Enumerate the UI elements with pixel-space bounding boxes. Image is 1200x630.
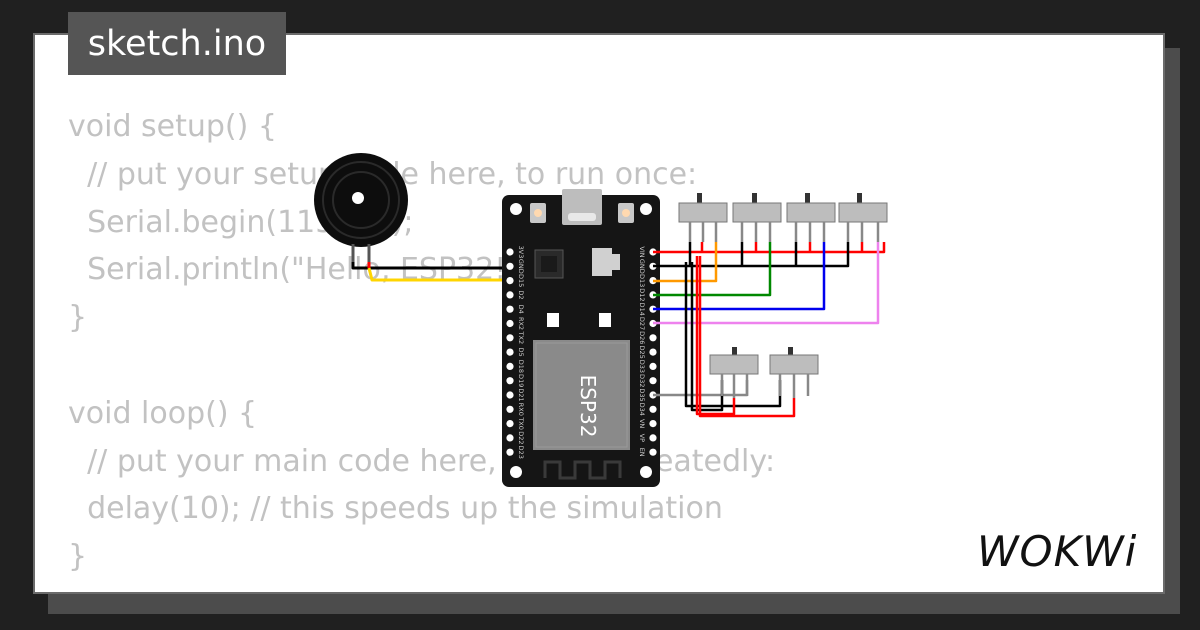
pin-label: D15 xyxy=(517,274,525,287)
esp32-chip-label: ESP32 xyxy=(576,375,600,438)
pin-label: D23 xyxy=(517,446,525,459)
pin-hole[interactable] xyxy=(506,405,514,413)
slide-switch-5[interactable] xyxy=(709,347,759,398)
pin-label: D2 xyxy=(517,290,525,299)
pin-label: D4 xyxy=(517,305,525,314)
pin-hole[interactable] xyxy=(649,405,657,413)
pin-label: D21 xyxy=(517,388,525,401)
slide-switch-3[interactable] xyxy=(786,193,836,242)
pin-label: D35 xyxy=(638,388,646,401)
file-tab-label: sketch.ino xyxy=(87,23,267,64)
pin-hole[interactable] xyxy=(649,420,657,428)
pin-hole[interactable] xyxy=(506,420,514,428)
pin-hole[interactable] xyxy=(649,334,657,342)
slide-switch-4[interactable] xyxy=(838,193,888,242)
pin-hole[interactable] xyxy=(649,448,657,456)
pin-label: 3V3 xyxy=(517,246,525,259)
pin-label: D14 xyxy=(638,303,646,316)
pin-hole[interactable] xyxy=(649,348,657,356)
pin-hole[interactable] xyxy=(649,377,657,385)
slide-switch-6[interactable] xyxy=(769,347,819,398)
code-line: void loop() { xyxy=(68,395,258,431)
pin-hole[interactable] xyxy=(506,291,514,299)
wokwi-logo-mark: WOKWi xyxy=(977,527,1137,576)
pin-label: VN xyxy=(638,419,646,428)
pin-label: D12 xyxy=(638,288,646,301)
pin-label: GND xyxy=(638,259,646,274)
left-pin-header xyxy=(506,248,514,456)
pin-hole[interactable] xyxy=(506,248,514,256)
pin-label: RX0 xyxy=(517,403,525,416)
switch-wires xyxy=(653,242,886,418)
buzzer[interactable] xyxy=(314,153,408,262)
pin-label: D22 xyxy=(517,431,525,444)
wokwi-logo: WOKWi xyxy=(975,524,1155,583)
code-editor: void setup() { // put your setup code he… xyxy=(68,103,775,581)
pin-hole[interactable] xyxy=(506,262,514,270)
pin-label: TX0 xyxy=(517,416,525,430)
pin-label: D26 xyxy=(638,331,646,344)
code-line: } xyxy=(68,539,88,575)
pin-label: TX2 xyxy=(517,331,525,345)
code-line: // put your setup code here, to run once… xyxy=(87,156,698,192)
pin-hole[interactable] xyxy=(506,362,514,370)
pin-label: D32 xyxy=(638,374,646,387)
pin-label: D18 xyxy=(517,360,525,373)
pin-label: RX2 xyxy=(517,317,525,330)
pin-label: D19 xyxy=(517,374,525,387)
file-tab[interactable]: sketch.ino xyxy=(68,12,286,75)
pin-hole[interactable] xyxy=(649,362,657,370)
pin-label: D25 xyxy=(638,345,646,358)
pin-label: D5 xyxy=(517,348,525,357)
pin-label: D34 xyxy=(638,403,646,416)
pin-hole[interactable] xyxy=(506,391,514,399)
pin-hole[interactable] xyxy=(506,448,514,456)
pin-label: EN xyxy=(638,448,646,457)
pin-hole[interactable] xyxy=(649,434,657,442)
code-line: void setup() { xyxy=(68,109,277,144)
pin-label: VP xyxy=(638,434,646,442)
pin-hole[interactable] xyxy=(506,305,514,313)
code-line: } xyxy=(68,300,88,336)
pin-hole[interactable] xyxy=(506,277,514,285)
pin-label: D27 xyxy=(638,317,646,330)
right-pin-header xyxy=(649,248,657,456)
slide-switch-1[interactable] xyxy=(678,193,728,242)
wokwi-logo-text: WOKWi xyxy=(977,527,1137,576)
pin-hole[interactable] xyxy=(506,434,514,442)
pin-hole[interactable] xyxy=(506,319,514,328)
buzzer-wires xyxy=(351,262,510,282)
pin-label: D13 xyxy=(638,274,646,287)
esp32-board[interactable]: ESP32 3V3GNDD15D2D4RX2TX2D5D18D19D21RX0T… xyxy=(502,189,660,487)
pin-label: D33 xyxy=(638,360,646,373)
left-pin-labels: 3V3GNDD15D2D4RX2TX2D5D18D19D21RX0TX0D22D… xyxy=(517,246,525,459)
pin-hole[interactable] xyxy=(506,348,514,356)
pin-label: GND xyxy=(517,259,525,274)
pin-hole[interactable] xyxy=(506,334,514,342)
code-line: delay(10); // this speeds up the simulat… xyxy=(68,491,723,527)
pin-label: VIN xyxy=(638,246,646,257)
slide-switch-2[interactable] xyxy=(732,193,782,242)
pin-hole[interactable] xyxy=(506,377,514,385)
